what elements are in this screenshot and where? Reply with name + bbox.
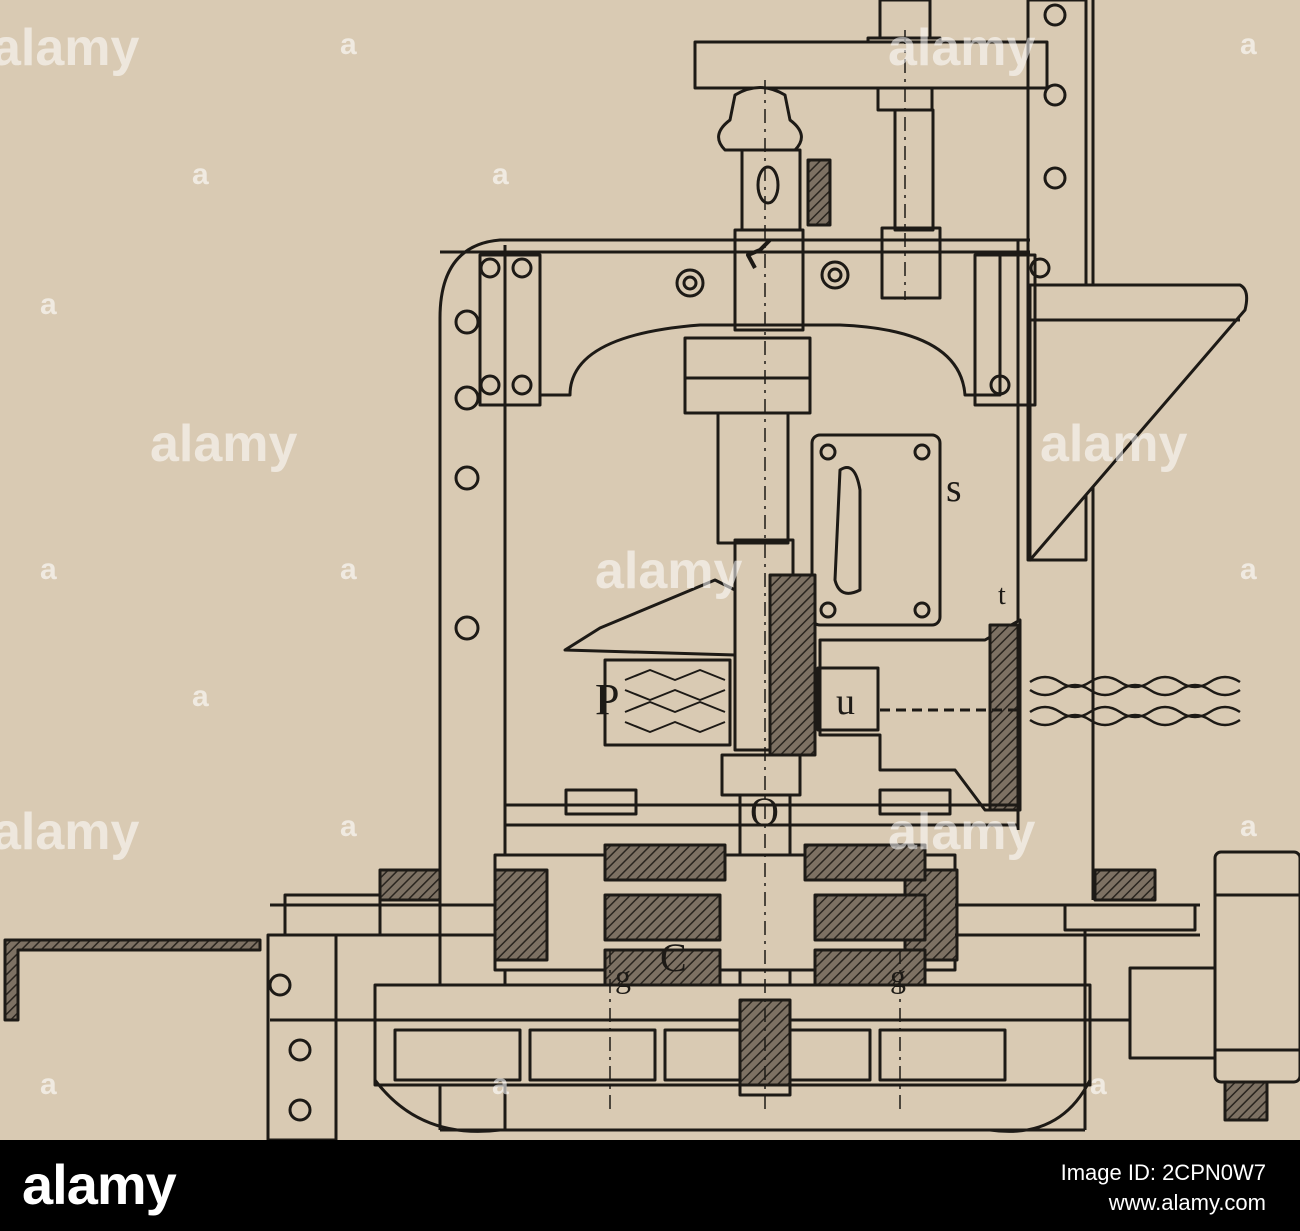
- watermark-letter: a: [40, 553, 57, 586]
- label-p: P: [595, 675, 620, 724]
- watermark-letter: a: [192, 158, 209, 191]
- label-u: u: [836, 681, 855, 723]
- insulator-head: [717, 86, 832, 232]
- stock-footer-bar: alamy Image ID: 2CPN0W7 www.alamy.com: [0, 1140, 1300, 1231]
- watermark-letter: a: [340, 553, 357, 586]
- watermark-word: alamy: [888, 19, 1036, 77]
- watermark-word: alamy: [1040, 415, 1188, 473]
- label-s: s: [946, 465, 962, 510]
- switch-box: [810, 433, 942, 627]
- label-t: t: [998, 580, 1006, 611]
- site-url[interactable]: www.alamy.com: [1108, 1190, 1266, 1215]
- watermark-letter: a: [40, 1068, 57, 1101]
- guide-rod: [876, 86, 942, 300]
- watermark-letter: a: [1240, 28, 1257, 61]
- label-g-right: g: [890, 958, 906, 994]
- top-crosshead: [693, 40, 1049, 90]
- watermark-letter: a: [492, 1068, 509, 1101]
- watermark-letter: a: [1240, 810, 1257, 843]
- image-id: Image ID: 2CPN0W7: [1060, 1160, 1266, 1185]
- center-lines: [609, 30, 906, 1110]
- watermark-word: alamy: [150, 415, 298, 473]
- watermark-word: alamy: [0, 19, 140, 77]
- arch-casting: [478, 253, 1037, 407]
- image-meta: Image ID: 2CPN0W7 www.alamy.com: [1061, 1158, 1266, 1218]
- left-angle-bracket: [3, 933, 338, 1140]
- watermark-letter: a: [40, 288, 57, 321]
- pulley: [563, 573, 817, 757]
- watermark-letter: a: [340, 28, 357, 61]
- watermark-word: alamy: [888, 803, 1036, 861]
- right-drive-unit: [1128, 850, 1300, 1122]
- engraving-plate: s t P u O C g g alamy alamy alamy alamy …: [0, 0, 1300, 1140]
- watermark-letter: a: [1090, 1068, 1107, 1101]
- label-g-left: g: [615, 958, 631, 994]
- watermark-letter: a: [340, 810, 357, 843]
- drive-chain: [1029, 675, 1241, 727]
- lower-platform: [505, 788, 1018, 827]
- watermark-letter: a: [492, 158, 509, 191]
- side-bracket: [1028, 283, 1249, 562]
- clutch-assembly: [270, 843, 1200, 987]
- brand-logo[interactable]: alamy: [22, 1153, 177, 1216]
- watermark-letter: a: [192, 680, 209, 713]
- watermark-word: alamy: [0, 803, 140, 861]
- label-c: C: [660, 935, 687, 980]
- watermark-letter: a: [1240, 553, 1257, 586]
- frame-bolts: [479, 257, 1051, 396]
- machine-cross-section-drawing: [3, 0, 1300, 1140]
- watermark-word: alamy: [595, 542, 743, 600]
- label-o: O: [750, 789, 779, 834]
- gear-housing: [816, 618, 1022, 812]
